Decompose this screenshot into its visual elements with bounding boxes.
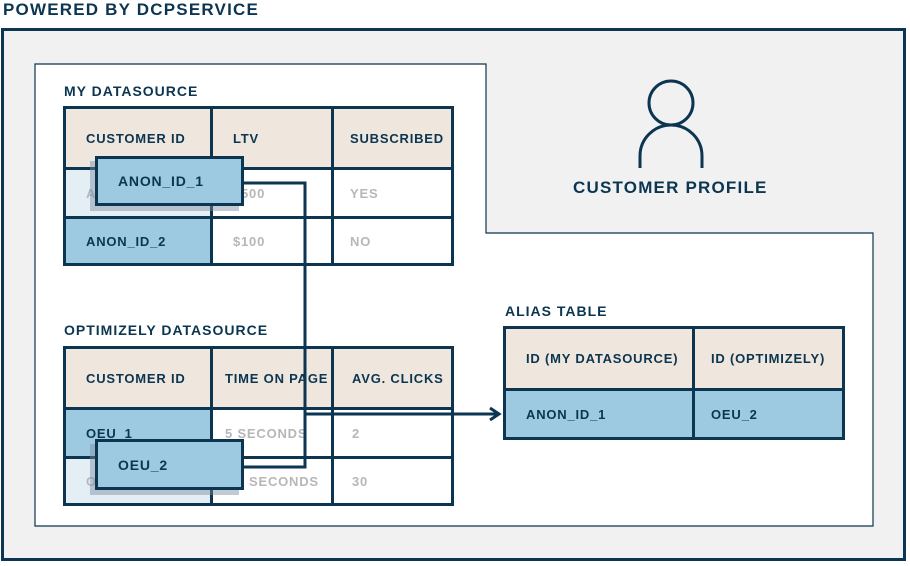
optimizely-datasource-title: OPTIMIZELY DATASOURCE: [64, 322, 269, 338]
arrow-head-icon: [489, 406, 502, 422]
col-header-time-on-page: TIME ON PAGE: [213, 349, 331, 407]
my-datasource-table: CUSTOMER ID LTV SUBSCRIBED A $500 YES AN…: [63, 106, 454, 266]
customer-profile-label: CUSTOMER PROFILE: [573, 178, 768, 197]
connector-bracket: [242, 181, 307, 469]
person-icon: [638, 79, 704, 168]
cell-row1-clicks: 2: [334, 410, 451, 456]
alias-cell-my-id: ANON_ID_1: [506, 391, 692, 437]
col-header-id-my-datasource: ID (MY DATASOURCE): [506, 329, 692, 388]
col-header-avg-clicks: AVG. CLICKS: [334, 349, 451, 407]
oeu-2-tag: OEU_2: [95, 439, 244, 490]
col-header-id-optimizely: ID (OPTIMIZELY): [695, 329, 842, 388]
anon-id-1-tag: ANON_ID_1: [95, 156, 244, 206]
col-header-ltv: LTV: [213, 109, 331, 167]
col-header-subscribed: SUBSCRIBED: [334, 109, 451, 167]
cell-row2-ltv: $100: [213, 219, 331, 263]
my-datasource-title: MY DATASOURCE: [64, 83, 199, 99]
cell-row2-clicks: 30: [334, 459, 451, 503]
powered-by-header: POWERED BY DCPSERVICE: [3, 0, 260, 19]
col-header-customer-id: CUSTOMER ID: [66, 349, 210, 407]
alias-table: ID (MY DATASOURCE) ID (OPTIMIZELY) ANON_…: [503, 326, 845, 440]
cell-row2-id: ANON_ID_2: [66, 219, 210, 263]
cell-row2-subscribed: NO: [334, 219, 451, 263]
alias-table-title: ALIAS TABLE: [505, 303, 608, 319]
alias-cell-optimizely-id: OEU_2: [695, 391, 842, 437]
cell-row1-subscribed: YES: [334, 170, 451, 216]
